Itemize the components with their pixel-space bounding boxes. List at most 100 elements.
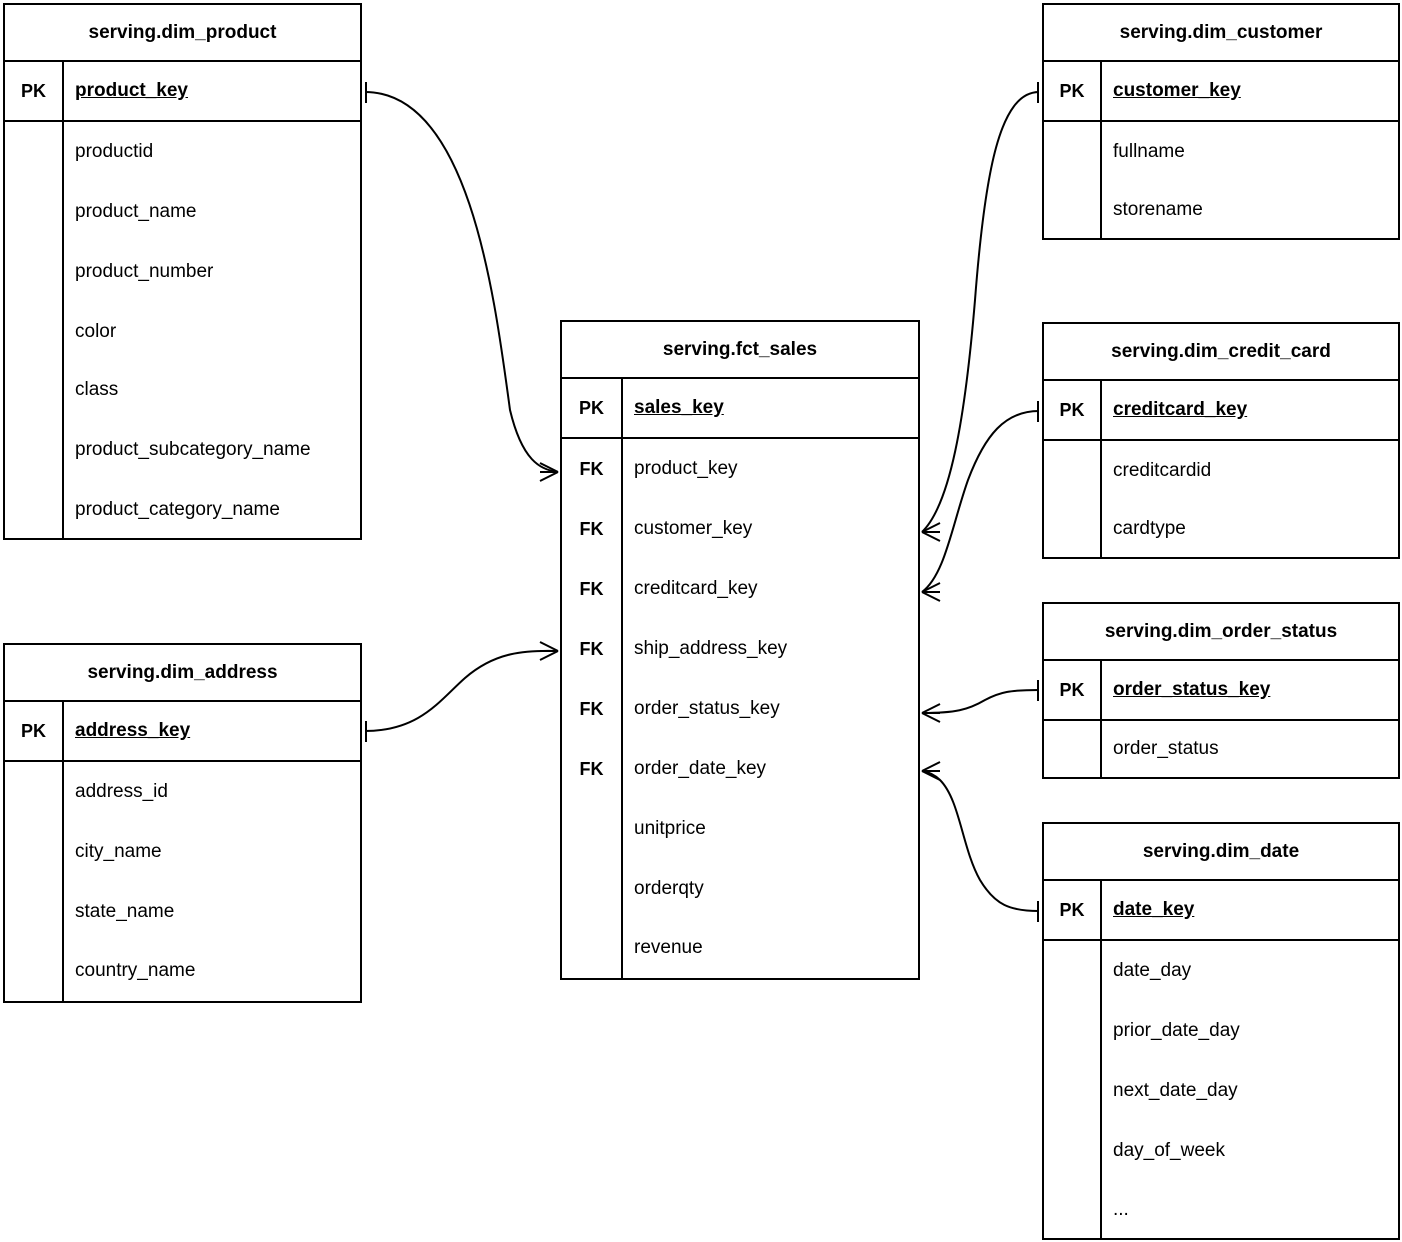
table-row-pk-product-key[interactable]: PK product_key: [5, 62, 360, 122]
crowsfoot-ship-address: [539, 641, 559, 661]
key-label-empty: [5, 822, 64, 882]
table-row-orderqty[interactable]: orderqty: [562, 859, 918, 919]
attribute-day-of-week: day_of_week: [1113, 1139, 1225, 1161]
entity-rows-dim-order-status: PK order_status_key order_status: [1044, 661, 1398, 777]
table-row-fullname[interactable]: fullname: [1044, 122, 1398, 182]
attribute-creditcard-key: creditcard_key: [634, 577, 758, 599]
key-label-pk: PK: [1044, 62, 1102, 120]
key-label-pk: PK: [5, 62, 64, 120]
entity-title-dim-credit-card: serving.dim_credit_card: [1044, 324, 1398, 381]
table-row-creditcardid[interactable]: creditcardid: [1044, 441, 1398, 501]
table-row-day-of-week[interactable]: day_of_week: [1044, 1121, 1398, 1181]
key-label-empty: [1044, 1061, 1102, 1121]
entity-title-dim-address: serving.dim_address: [5, 645, 360, 702]
attribute-country-name: country_name: [75, 960, 196, 982]
table-row-fk-creditcard-key[interactable]: FK creditcard_key: [562, 559, 918, 619]
table-row-state-name[interactable]: state_name: [5, 882, 360, 942]
table-row-storename[interactable]: storename: [1044, 182, 1398, 238]
key-label-empty: [5, 942, 64, 1001]
table-row-fk-order-status-key[interactable]: FK order_status_key: [562, 679, 918, 739]
attribute-customer-key: customer_key: [1113, 79, 1241, 101]
entity-dim-product[interactable]: serving.dim_product PK product_key produ…: [3, 3, 362, 540]
key-label-empty: [1044, 1181, 1102, 1239]
attribute-revenue: revenue: [634, 937, 703, 959]
key-label-empty: [1044, 941, 1102, 1001]
table-row-pk-creditcard-key[interactable]: PK creditcard_key: [1044, 381, 1398, 441]
entity-title-fct-sales: serving.fct_sales: [562, 322, 918, 379]
attribute-creditcard-key: creditcard_key: [1113, 398, 1248, 420]
table-row-pk-customer-key[interactable]: PK customer_key: [1044, 62, 1398, 122]
key-label-empty: [1044, 721, 1102, 777]
key-label-empty: [5, 182, 64, 242]
entity-dim-credit-card[interactable]: serving.dim_credit_card PK creditcard_ke…: [1042, 322, 1400, 559]
table-row-address-id[interactable]: address_id: [5, 762, 360, 822]
table-row-fk-order-date-key[interactable]: FK order_date_key: [562, 739, 918, 799]
table-row-fk-ship-address-key[interactable]: FK ship_address_key: [562, 619, 918, 679]
attribute-prior-date-day: prior_date_day: [1113, 1019, 1240, 1041]
key-label-empty: [5, 362, 64, 418]
entity-rows-dim-product: PK product_key productid product_name pr…: [5, 62, 360, 538]
entity-rows-fct-sales: PK sales_key FK product_key FK customer_…: [562, 379, 918, 978]
table-row-ellipsis[interactable]: ...: [1044, 1181, 1398, 1239]
table-row-product-subcategory-name[interactable]: product_subcategory_name: [5, 418, 360, 482]
key-label-empty: [5, 418, 64, 482]
table-row-class[interactable]: class: [5, 362, 360, 418]
table-row-product-category-name[interactable]: product_category_name: [5, 482, 360, 538]
key-label-empty: [5, 762, 64, 822]
table-row-pk-sales-key[interactable]: PK sales_key: [562, 379, 918, 439]
attribute-order-status-key: order_status_key: [634, 697, 780, 719]
attribute-sales-key: sales_key: [634, 396, 724, 418]
key-label-empty: [562, 859, 623, 919]
table-row-pk-order-status-key[interactable]: PK order_status_key: [1044, 661, 1398, 721]
table-row-productid[interactable]: productid: [5, 122, 360, 182]
table-row-next-date-day[interactable]: next_date_day: [1044, 1061, 1398, 1121]
relationship-line-product: [364, 91, 559, 473]
table-row-product-name[interactable]: product_name: [5, 182, 360, 242]
table-row-date-day[interactable]: date_day: [1044, 941, 1398, 1001]
crowsfoot-customer: [921, 522, 941, 542]
attribute-unitprice: unitprice: [634, 817, 706, 839]
entity-dim-date[interactable]: serving.dim_date PK date_key date_day pr…: [1042, 822, 1400, 1240]
crowsfoot-order-status: [921, 703, 941, 723]
relationship-customer: [921, 82, 1040, 542]
entity-dim-address[interactable]: serving.dim_address PK address_key addre…: [3, 643, 362, 1003]
key-label-fk: FK: [562, 679, 623, 739]
key-label-fk: FK: [562, 619, 623, 679]
attribute-class: class: [75, 378, 119, 400]
key-label-fk: FK: [562, 499, 623, 559]
table-row-product-number[interactable]: product_number: [5, 242, 360, 302]
table-row-unitprice[interactable]: unitprice: [562, 799, 918, 859]
table-row-cardtype[interactable]: cardtype: [1044, 501, 1398, 557]
table-row-city-name[interactable]: city_name: [5, 822, 360, 882]
attribute-product-category-name: product_category_name: [75, 498, 280, 520]
table-row-prior-date-day[interactable]: prior_date_day: [1044, 1001, 1398, 1061]
attribute-address-key: address_key: [75, 719, 191, 741]
attribute-customer-key: customer_key: [634, 517, 753, 539]
key-label-empty: [1044, 1121, 1102, 1181]
entity-rows-dim-customer: PK customer_key fullname storename: [1044, 62, 1398, 238]
table-row-revenue[interactable]: revenue: [562, 919, 918, 978]
table-row-fk-customer-key[interactable]: FK customer_key: [562, 499, 918, 559]
entity-fct-sales[interactable]: serving.fct_sales PK sales_key FK produc…: [560, 320, 920, 980]
relationship-line-address: [364, 649, 559, 732]
crowsfoot-order-date: [921, 761, 941, 781]
entity-dim-order-status[interactable]: serving.dim_order_status PK order_status…: [1042, 602, 1400, 779]
key-label-empty: [5, 302, 64, 362]
table-row-country-name[interactable]: country_name: [5, 942, 360, 1001]
entity-rows-dim-credit-card: PK creditcard_key creditcardid cardtype: [1044, 381, 1398, 557]
table-row-pk-address-key[interactable]: PK address_key: [5, 702, 360, 762]
entity-dim-customer[interactable]: serving.dim_customer PK customer_key ful…: [1042, 3, 1400, 240]
table-row-order-status[interactable]: order_status: [1044, 721, 1398, 777]
attribute-order-status-key: order_status_key: [1113, 678, 1271, 700]
attribute-date-key: date_key: [1113, 898, 1195, 920]
key-label-empty: [1044, 501, 1102, 557]
attribute-product-name: product_name: [75, 200, 197, 222]
attribute-ellipsis: ...: [1113, 1198, 1129, 1220]
key-label-empty: [5, 482, 64, 538]
entity-title-dim-customer: serving.dim_customer: [1044, 5, 1398, 62]
table-row-color[interactable]: color: [5, 302, 360, 362]
table-row-pk-date-key[interactable]: PK date_key: [1044, 881, 1398, 941]
table-row-fk-product-key[interactable]: FK product_key: [562, 439, 918, 499]
attribute-creditcardid: creditcardid: [1113, 459, 1212, 481]
attribute-city-name: city_name: [75, 840, 162, 862]
